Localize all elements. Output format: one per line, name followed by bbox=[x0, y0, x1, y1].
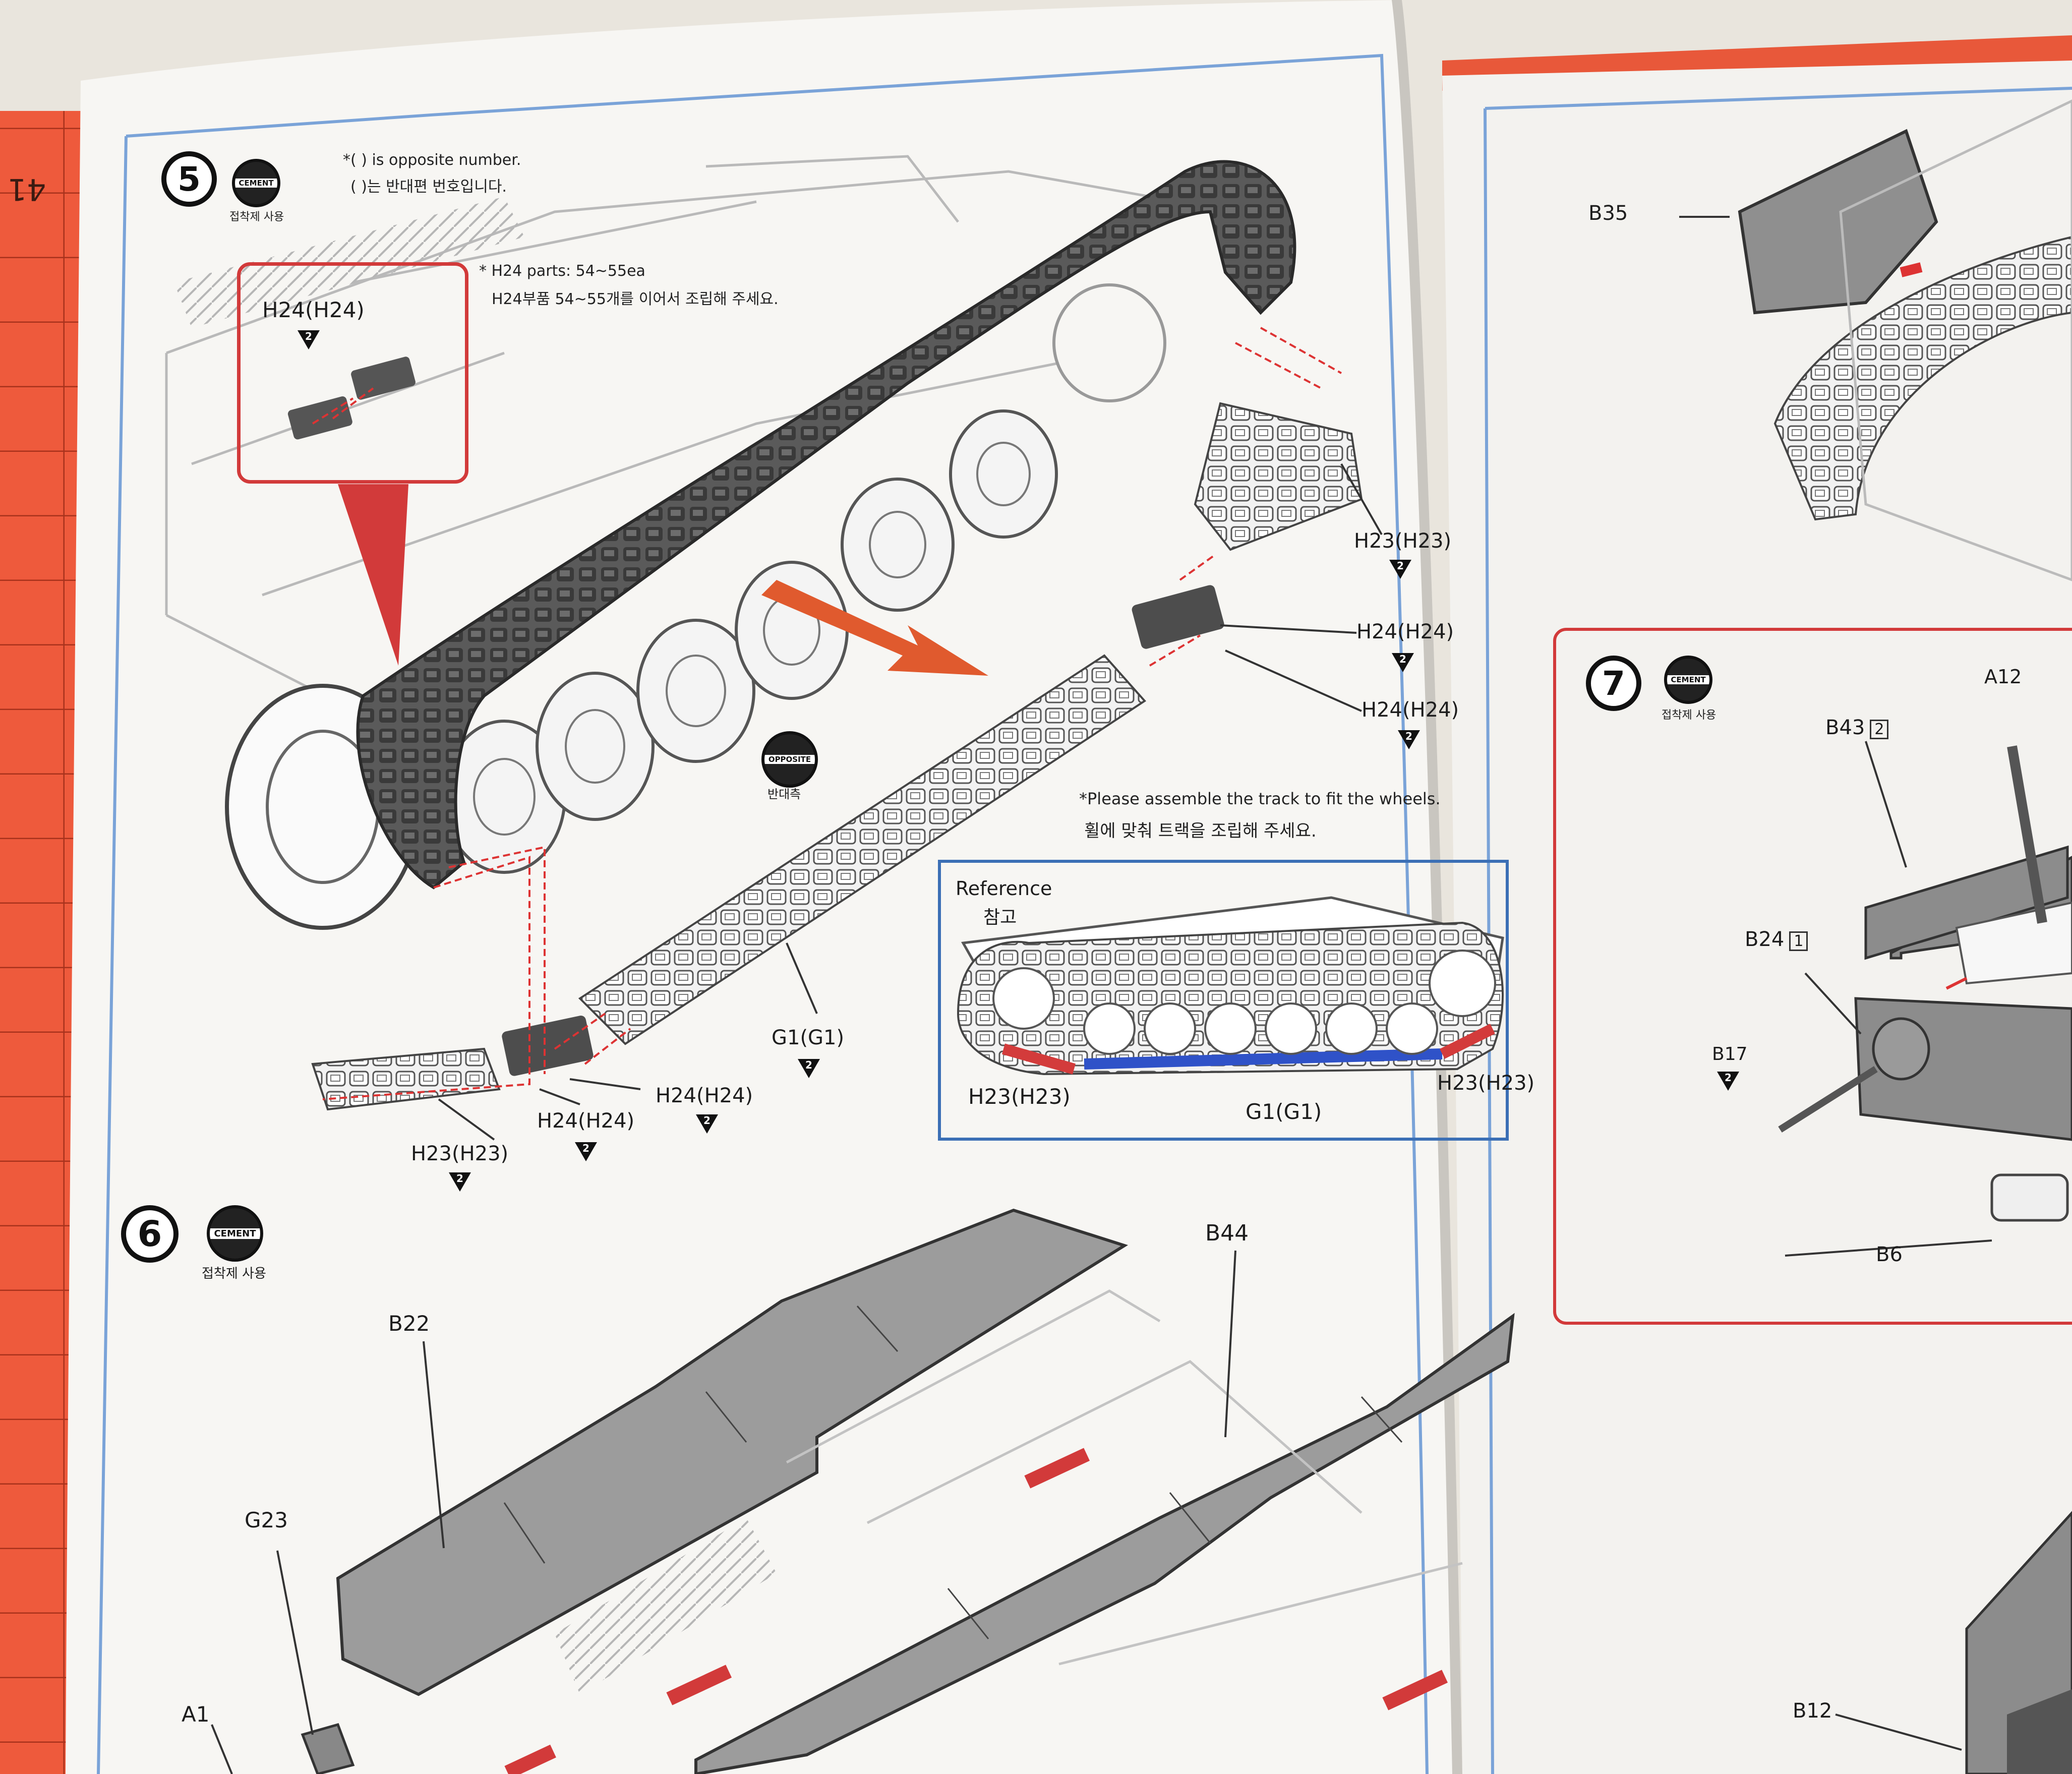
reference-title-ko: 참고 bbox=[983, 907, 1017, 928]
opposite-caption: 반대측 bbox=[767, 787, 801, 801]
part-b22-label: B22 bbox=[388, 1311, 430, 1336]
callout-h24-right-2: H24(H24) bbox=[1361, 698, 1459, 722]
callout-h23-lower-qty: 2 bbox=[449, 1172, 471, 1192]
part-b43-label: B43 2 bbox=[1825, 716, 1889, 739]
step-7-badge: 7 bbox=[1586, 656, 1641, 711]
fit-wheels-note-ko: 휠에 맞춰 트랙을 조립해 주세요. bbox=[1084, 821, 1317, 841]
reference-g1: G1(G1) bbox=[1246, 1099, 1322, 1124]
part-b24-qty: 1 bbox=[1789, 931, 1808, 951]
part-a1-label: A1 bbox=[182, 1702, 210, 1727]
step-7-number: 7 bbox=[1602, 664, 1625, 703]
part-b24-name: B24 bbox=[1745, 928, 1785, 951]
part-b12-label: B12 bbox=[1793, 1699, 1832, 1723]
step-6-number: 6 bbox=[137, 1213, 162, 1255]
callout-h23-top-qty: 2 bbox=[1389, 560, 1411, 579]
opposite-number-note-en: *( ) is opposite number. bbox=[343, 151, 521, 169]
fit-wheels-note-en: *Please assemble the track to fit the wh… bbox=[1079, 789, 1441, 808]
step-6-cement-caption: 접착제 사용 bbox=[202, 1266, 266, 1281]
opposite-label: OPPOSITE bbox=[764, 755, 815, 764]
step-6-cement-label: CEMENT bbox=[210, 1228, 260, 1239]
opposite-side-icon: OPPOSITE bbox=[761, 731, 818, 788]
part-g23-label: G23 bbox=[245, 1508, 288, 1532]
step-7-frame bbox=[1553, 628, 2072, 1325]
part-b35-label: B35 bbox=[1588, 202, 1628, 225]
callout-h24-right-1: H24(H24) bbox=[1356, 620, 1454, 643]
callout-h24-lower-1-qty: 2 bbox=[696, 1114, 718, 1134]
step-5-cement-caption: 접착제 사용 bbox=[229, 211, 284, 223]
reference-title: Reference bbox=[956, 877, 1052, 900]
callout-h23-lower: H23(H23) bbox=[411, 1142, 509, 1165]
callout-h24-lower-1: H24(H24) bbox=[656, 1084, 753, 1107]
part-a12-label: A12 bbox=[1984, 666, 2022, 688]
step-5-cement-label: CEMENT bbox=[235, 179, 277, 188]
step-5-cement-icon: CEMENT bbox=[232, 159, 280, 207]
part-b17-qty: 2 bbox=[1725, 1072, 1732, 1084]
inset-qty-triangle: 2 bbox=[298, 330, 320, 349]
inset-part-label: H24(H24) bbox=[262, 298, 365, 322]
step-6-badge: 6 bbox=[121, 1205, 179, 1263]
callout-h24-lower-2-qty: 2 bbox=[575, 1142, 597, 1161]
mat-ruler-number: 41 bbox=[8, 171, 46, 207]
part-b6-label: B6 bbox=[1876, 1243, 1903, 1266]
h24-detail-inset bbox=[237, 262, 468, 484]
part-b44-label: B44 bbox=[1205, 1220, 1249, 1246]
opposite-number-note-ko: ( )는 반대편 번호입니다. bbox=[350, 178, 507, 196]
step-5-badge: 5 bbox=[161, 151, 217, 207]
step-7-cement-icon: CEMENT bbox=[1664, 656, 1712, 704]
callout-h24-right-2-qty: 2 bbox=[1398, 730, 1420, 749]
part-b17-qty-triangle: 2 bbox=[1717, 1072, 1739, 1091]
callout-g1-qty: 2 bbox=[798, 1059, 820, 1078]
h24-parts-note-ko: H24부품 54~55개를 이어서 조립해 주세요. bbox=[492, 290, 779, 308]
callout-h24-lower-2: H24(H24) bbox=[537, 1109, 635, 1133]
step-7-cement-caption: 접착제 사용 bbox=[1662, 709, 1716, 722]
part-b43-qty: 2 bbox=[1870, 720, 1889, 739]
inset-qty: 2 bbox=[305, 330, 312, 342]
reference-h23-right: H23(H23) bbox=[1437, 1072, 1535, 1095]
callout-h23-top: H23(H23) bbox=[1354, 529, 1452, 553]
part-b17-label: B17 bbox=[1712, 1044, 1748, 1065]
callout-g1: G1(G1) bbox=[772, 1026, 845, 1049]
reference-box bbox=[938, 860, 1509, 1141]
step-6-cement-icon: CEMENT bbox=[207, 1205, 263, 1262]
h24-parts-note-en: * H24 parts: 54~55ea bbox=[479, 262, 645, 280]
step-7-cement-label: CEMENT bbox=[1667, 675, 1709, 684]
step-5-number: 5 bbox=[177, 159, 201, 199]
callout-h24-right-1-qty: 2 bbox=[1392, 653, 1414, 672]
part-b43-name: B43 bbox=[1825, 716, 1865, 739]
reference-h23-left: H23(H23) bbox=[968, 1084, 1071, 1109]
